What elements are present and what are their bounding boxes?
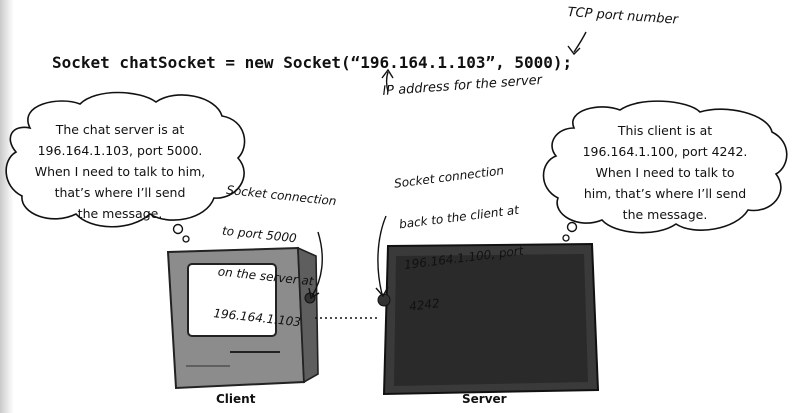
client-thought-dot-large <box>172 223 184 235</box>
ip-address-arrow <box>385 71 389 93</box>
client-connection-arrowhead <box>308 287 320 300</box>
server-machine <box>377 242 600 396</box>
client-connection-line: 196.164.1.103 <box>212 305 302 330</box>
client-bubble-text: The chat server is at 196.164.1.103, por… <box>8 119 232 224</box>
tcp-port-arrowhead <box>567 45 581 56</box>
client-bubble-line: When I need to talk to him, <box>34 164 206 179</box>
server-bubble-line: the message. <box>622 207 708 222</box>
server-machine-front-shade <box>394 254 588 386</box>
server-thought-bubble <box>542 100 788 234</box>
socket-code-line: Socket chatSocket = new Socket(“196.164.… <box>52 53 573 72</box>
server-connection-line: 4242 <box>408 295 441 314</box>
server-bubble-text: This client is at 196.164.1.100, port 42… <box>550 120 780 225</box>
client-computer-side <box>297 246 319 384</box>
server-connection-line: 196.164.1.100, port <box>403 243 525 273</box>
client-thought-bubble <box>5 91 246 228</box>
server-thought-dot-small <box>562 234 570 242</box>
server-bubble-line: him, that’s where I’ll send <box>583 186 747 201</box>
client-connection-line: to port 5000 <box>221 223 298 246</box>
client-bubble-line: 196.164.1.103, port 5000. <box>37 143 203 158</box>
server-connection-arrow <box>377 215 387 295</box>
client-computer <box>166 246 319 390</box>
client-label: Client <box>216 392 256 406</box>
server-bubble-line: 196.164.1.100, port 4242. <box>582 144 748 159</box>
client-connection-arrow <box>311 231 323 297</box>
server-connection-annotation: Socket connection back to the client at … <box>390 135 532 328</box>
page-edge-shadow <box>0 0 14 413</box>
client-bubble-line: that’s where I’ll send <box>54 185 186 200</box>
server-socket-port <box>377 293 391 307</box>
server-label: Server <box>462 392 507 406</box>
client-connection-line: on the server at <box>217 264 315 289</box>
client-connection-line: Socket connection <box>225 182 338 208</box>
server-thought-dot-large <box>566 221 578 233</box>
tcp-port-arrow <box>573 31 587 53</box>
server-connection-arrowhead <box>375 286 389 298</box>
server-bubble-line: This client is at <box>617 123 713 138</box>
client-computer-screen <box>187 263 277 337</box>
client-bubble-line: The chat server is at <box>55 122 185 137</box>
server-bubble-line: When I need to talk to <box>595 165 735 180</box>
client-thought-dot-small <box>182 235 190 243</box>
client-bubble-line: the message. <box>77 206 163 221</box>
server-connection-line: Socket connection <box>393 162 505 191</box>
ip-address-arrowhead <box>381 68 394 79</box>
server-connection-line: back to the client at <box>398 202 520 232</box>
